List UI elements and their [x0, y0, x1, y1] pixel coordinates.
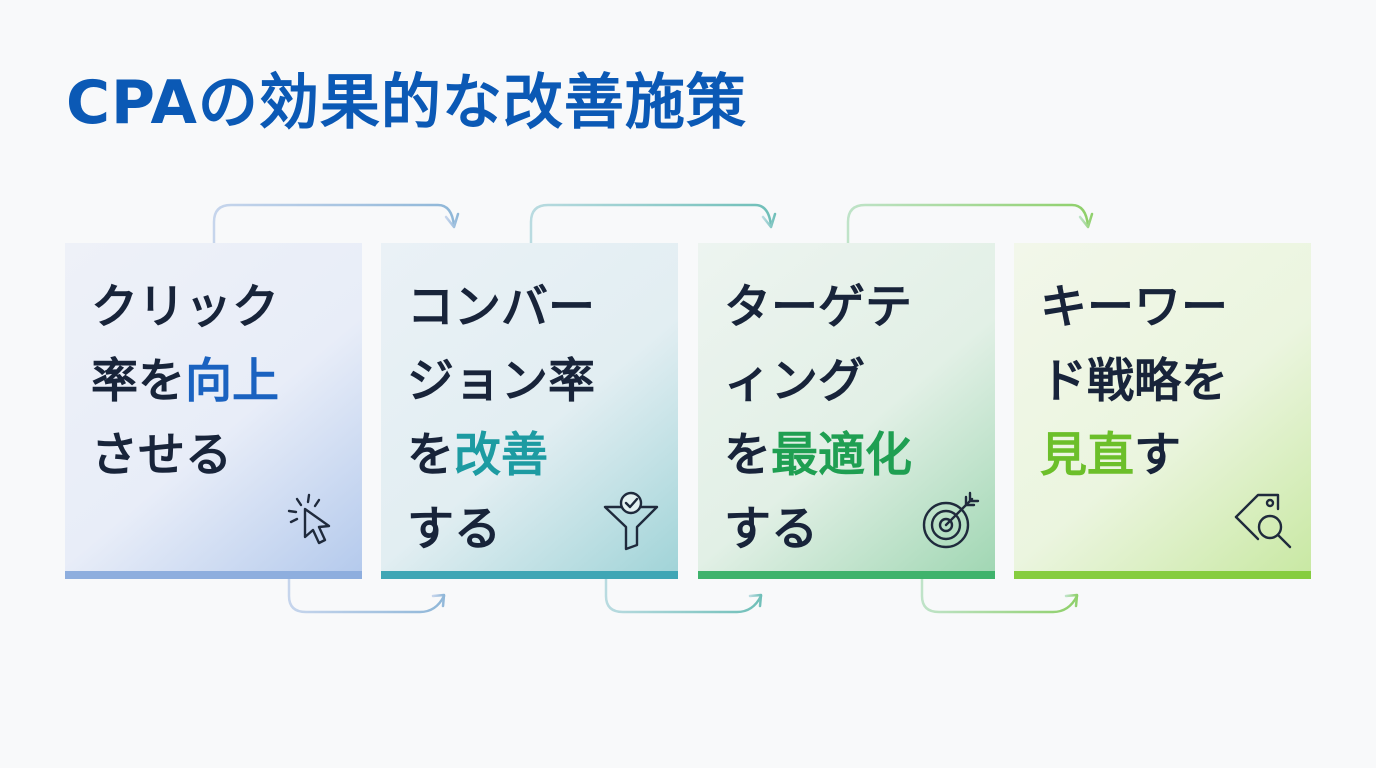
- step-card-1: クリック 率を向上 させる: [65, 243, 362, 579]
- step-2-line-1: コンバー: [407, 280, 595, 335]
- step-2-text: コンバー ジョン率 を改善 する: [407, 271, 664, 567]
- tag-search-icon: [1234, 493, 1292, 549]
- step-1-highlight: 向上: [185, 354, 279, 409]
- bottom-arrow-1: [287, 577, 446, 614]
- step-4-line-1: キーワー: [1040, 280, 1228, 335]
- step-2-line-2: ジョン率: [407, 354, 595, 409]
- bottom-arrow-3: [920, 577, 1079, 614]
- step-4-highlight: 見直: [1040, 428, 1134, 483]
- step-card-4: キーワー ド戦略を 見直す: [1014, 243, 1311, 579]
- step-4-text: キーワー ド戦略を 見直す: [1040, 271, 1297, 493]
- top-arrow-2: [529, 203, 777, 245]
- cursor-click-icon: [287, 493, 331, 545]
- step-card-2: コンバー ジョン率 を改善 する: [381, 243, 678, 579]
- step-1-line-3: させる: [91, 428, 232, 483]
- funnel-check-icon: [603, 491, 659, 551]
- step-3-accent-bar: [698, 571, 995, 579]
- step-2-line-3: を: [407, 428, 454, 483]
- step-3-line-3: を: [724, 428, 771, 483]
- bottom-arrow-2: [604, 577, 763, 614]
- step-3-line-1: ターゲテ: [724, 280, 912, 335]
- step-1-text: クリック 率を向上 させる: [91, 271, 348, 493]
- step-1-line-1: クリック: [91, 280, 279, 335]
- step-1-line-2: 率を: [91, 354, 185, 409]
- step-4-line-3: す: [1134, 428, 1181, 483]
- step-3-line-4: する: [724, 502, 818, 557]
- step-2-accent-bar: [381, 571, 678, 579]
- step-2-highlight: 改善: [454, 428, 548, 483]
- top-arrow-3: [846, 203, 1094, 245]
- step-3-highlight: 最適化: [771, 428, 912, 483]
- step-3-line-2: ィング: [724, 354, 865, 409]
- step-4-line-2: ド戦略を: [1040, 354, 1228, 409]
- step-4-accent-bar: [1014, 571, 1311, 579]
- top-arrow-1: [212, 203, 460, 245]
- target-arrow-icon: [922, 491, 980, 549]
- page-title: CPAの効果的な改善施策: [66, 68, 747, 138]
- step-1-accent-bar: [65, 571, 362, 579]
- step-3-text: ターゲテ ィング を最適化 する: [724, 271, 981, 567]
- step-2-line-4: する: [407, 502, 501, 557]
- step-card-3: ターゲテ ィング を最適化 する: [698, 243, 995, 579]
